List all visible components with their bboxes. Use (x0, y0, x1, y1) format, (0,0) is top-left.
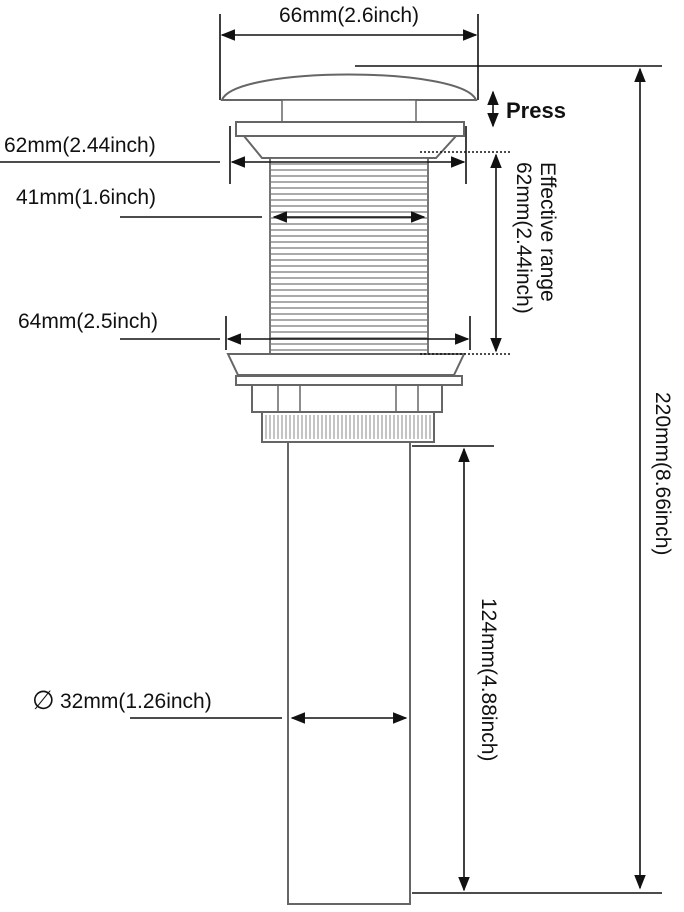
dimension-lines (0, 14, 662, 894)
knurled-ring (261, 411, 435, 443)
flange-width-label: 62mm(2.44inch) (4, 134, 156, 157)
pop-up-cap (220, 73, 478, 101)
pipe-length-label: 124mm(4.88inch) (477, 598, 500, 761)
hex-nut-faces (277, 385, 419, 412)
pipe-diameter-label: 32mm(1.26inch) (60, 690, 212, 713)
top-flange-bevel (241, 135, 459, 159)
effective-range-line2: 62mm(2.44inch) (512, 162, 535, 314)
effective-range-line1: Effective range (536, 162, 559, 302)
tail-pipe (287, 441, 411, 905)
total-height-label: 220mm(8.66inch) (651, 392, 674, 555)
cap-width-label: 66mm(2.6inch) (279, 4, 419, 27)
lower-nut (226, 353, 466, 376)
thread-inner-label: 41mm(1.6inch) (16, 186, 156, 209)
top-flange (235, 121, 465, 137)
threaded-body (269, 157, 429, 355)
lower-flange-label: 64mm(2.5inch) (18, 310, 158, 333)
diameter-symbol: ∅ (32, 685, 55, 715)
drain-drawing (220, 73, 478, 905)
washer (235, 375, 463, 386)
cap-stem (281, 99, 417, 123)
hex-nut (251, 384, 443, 413)
effective-range-label-group: Effective range 62mm(2.44inch) (512, 162, 559, 314)
press-label: Press (506, 98, 566, 123)
knurl-lines (265, 415, 431, 439)
